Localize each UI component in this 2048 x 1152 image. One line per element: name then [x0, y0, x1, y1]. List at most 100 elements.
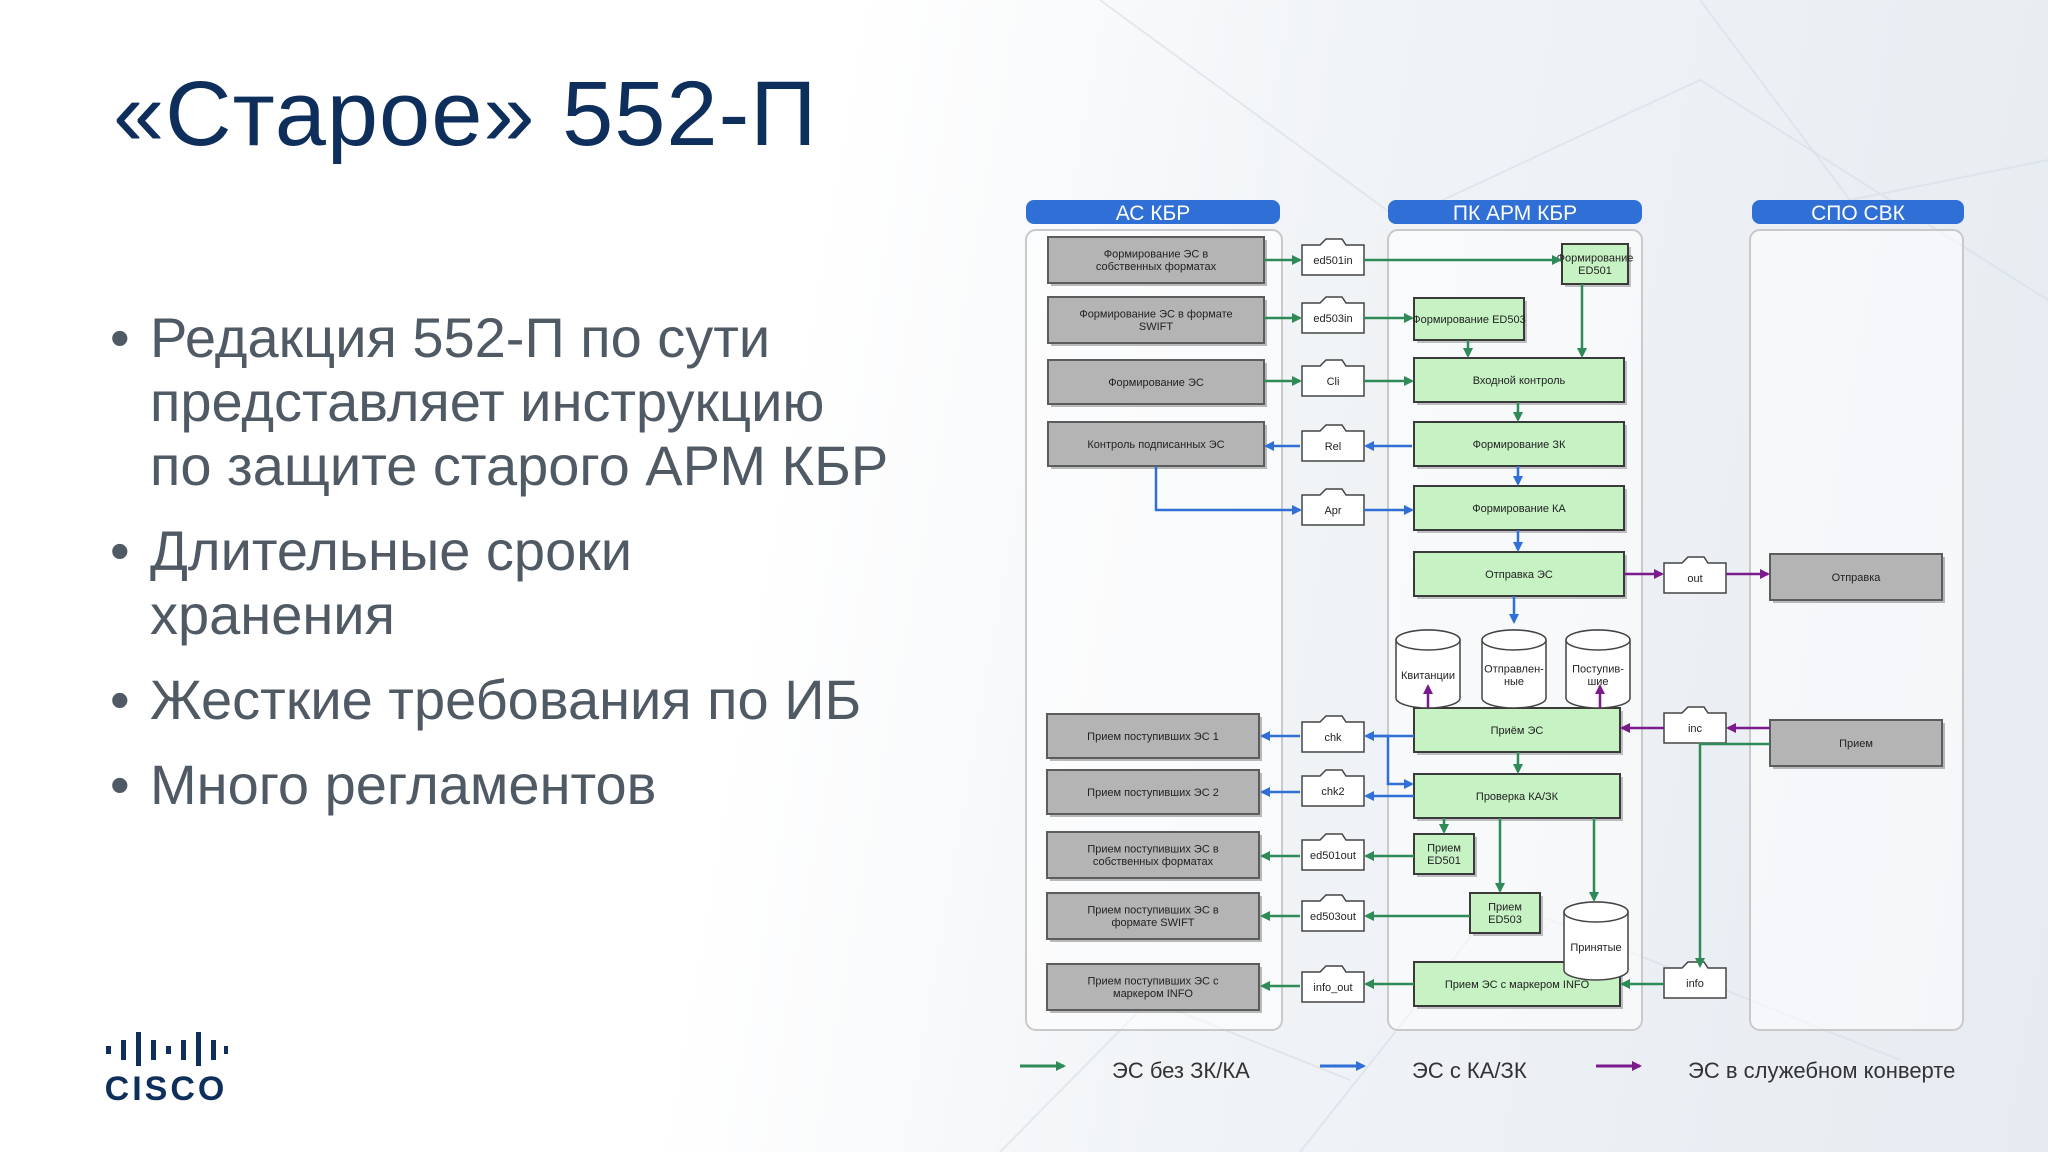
folder-label: Cli	[1327, 376, 1340, 388]
gray-block	[1046, 713, 1260, 759]
gray-block-label: Прием поступивших ЭС в	[1087, 844, 1219, 856]
column-spo	[1749, 229, 1964, 1031]
folder-icon	[1301, 296, 1365, 334]
gray-block	[1047, 421, 1265, 467]
folder-icon	[1301, 359, 1365, 397]
folder-label: chk2	[1321, 786, 1344, 798]
gray-block-label: Формирование ЭС в	[1104, 249, 1209, 261]
green-block-label: ED501	[1427, 855, 1461, 867]
folder-label: ed503in	[1313, 313, 1352, 325]
green-block-label: ED503	[1488, 914, 1522, 926]
green-block-label: Прием	[1427, 843, 1461, 855]
logo-text: CISCO	[104, 1070, 228, 1108]
gray-block-label: Прием поступивших ЭС 2	[1087, 787, 1219, 799]
folder-icon	[1663, 706, 1727, 744]
column-header-pk	[1388, 200, 1642, 224]
bullet-item: Длительные сроки хранения	[110, 519, 890, 647]
green-block	[1413, 297, 1525, 341]
gray-block	[1046, 963, 1260, 1011]
folder-label: Rel	[1325, 441, 1342, 453]
legend-label: ЭС в служебном конверте	[1688, 1058, 1955, 1083]
storage-label: Квитанции	[1401, 670, 1455, 682]
storage-label: Поступив-	[1572, 664, 1624, 676]
green-block-label: Прием ЭС с маркером INFO	[1445, 979, 1590, 991]
folder-label: Apr	[1324, 505, 1341, 517]
green-block	[1413, 485, 1625, 531]
gray-block	[1047, 359, 1265, 405]
gray-block-label: Контроль подписанных ЭС	[1087, 439, 1224, 451]
folder-label: out	[1687, 573, 1702, 585]
gray-block-label: собственных форматах	[1096, 261, 1217, 273]
green-block	[1413, 833, 1475, 875]
gray-block	[1769, 553, 1943, 601]
gray-block-label: Прием поступивших ЭС в	[1087, 905, 1219, 917]
folder-icon	[1301, 833, 1365, 871]
gray-block-label: Формирование ЭС в формате	[1079, 309, 1232, 321]
bullet-item: Жесткие требования по ИБ	[110, 668, 890, 732]
gray-block-label: собственных форматах	[1093, 856, 1214, 868]
green-block-label: Отправка ЭС	[1485, 569, 1553, 581]
green-block-label: Прием	[1488, 902, 1522, 914]
gray-block-label: Прием	[1839, 738, 1873, 750]
green-block-label: Приём ЭС	[1491, 725, 1544, 737]
gray-block-label: SWIFT	[1139, 321, 1173, 333]
folder-icon	[1301, 424, 1365, 462]
gray-block-label: формате SWIFT	[1111, 917, 1194, 929]
gray-block-label: Формирование ЭС	[1108, 377, 1204, 389]
folder-icon	[1663, 556, 1727, 594]
legend-label: ЭС с КА/ЗК	[1412, 1058, 1527, 1083]
gray-block	[1046, 769, 1260, 815]
storage-label: Отправлен-	[1484, 664, 1544, 676]
folder-label: info_out	[1313, 982, 1352, 994]
gray-block-label: маркером INFO	[1113, 988, 1193, 1000]
storage-label: ные	[1504, 676, 1524, 688]
column-title-spo: СПО СВК	[1811, 202, 1906, 225]
legend-label: ЭС без ЗК/КА	[1112, 1058, 1250, 1083]
folder-icon	[1663, 961, 1727, 999]
bullet-item: Редакция 552-П по сути представляет инст…	[110, 306, 890, 498]
gray-block	[1769, 719, 1943, 767]
folder-label: inc	[1688, 723, 1703, 735]
folder-icon	[1301, 894, 1365, 932]
gray-block-label: Прием поступивших ЭС с	[1087, 976, 1219, 988]
green-block	[1413, 357, 1625, 403]
flow-arrow	[1370, 734, 1414, 789]
column-title-as: АС КБР	[1116, 202, 1191, 225]
green-block-label: ED501	[1578, 265, 1612, 277]
green-block-label: Входной контроль	[1473, 375, 1566, 387]
folder-icon	[1301, 965, 1365, 1003]
gray-block	[1046, 831, 1260, 879]
green-block-label: Формирование ЗК	[1473, 439, 1566, 451]
column-header-as	[1026, 200, 1280, 224]
folder-label: chk	[1324, 732, 1342, 744]
storage-label: Принятые	[1570, 942, 1621, 954]
gray-block-label: Прием поступивших ЭС 1	[1087, 731, 1219, 743]
green-block	[1561, 243, 1629, 285]
bullet-list: Редакция 552-П по сути представляет инст…	[110, 306, 890, 838]
gray-block	[1046, 892, 1260, 940]
folder-icon	[1301, 488, 1365, 526]
cisco-logo-icon	[106, 1032, 228, 1066]
folder-label: ed501in	[1313, 255, 1352, 267]
folder-icon	[1301, 715, 1365, 753]
flow-arrow	[1695, 742, 1770, 968]
folder-icon	[1301, 238, 1365, 276]
folder-label: info	[1686, 978, 1704, 990]
green-block-label: Формирование	[1557, 253, 1634, 265]
column-header-spo	[1752, 200, 1964, 224]
green-block	[1469, 892, 1541, 934]
green-block-label: Формирование КА	[1472, 503, 1566, 515]
storage-label: шие	[1587, 676, 1608, 688]
gray-block	[1047, 296, 1265, 344]
folder-icon	[1301, 769, 1365, 807]
green-block-label: Проверка КА/ЗК	[1476, 791, 1559, 803]
slide-title: «Старое» 552-П	[113, 63, 818, 165]
folder-label: ed503out	[1310, 911, 1356, 923]
green-block-label: Формирование ED503	[1412, 314, 1525, 326]
folder-label: ed501out	[1310, 850, 1356, 862]
flow-arrow	[1154, 466, 1302, 515]
gray-block-label: Отправка	[1832, 572, 1882, 584]
column-title-pk: ПК АРМ КБР	[1453, 202, 1577, 225]
bullet-item: Много регламентов	[110, 753, 890, 817]
